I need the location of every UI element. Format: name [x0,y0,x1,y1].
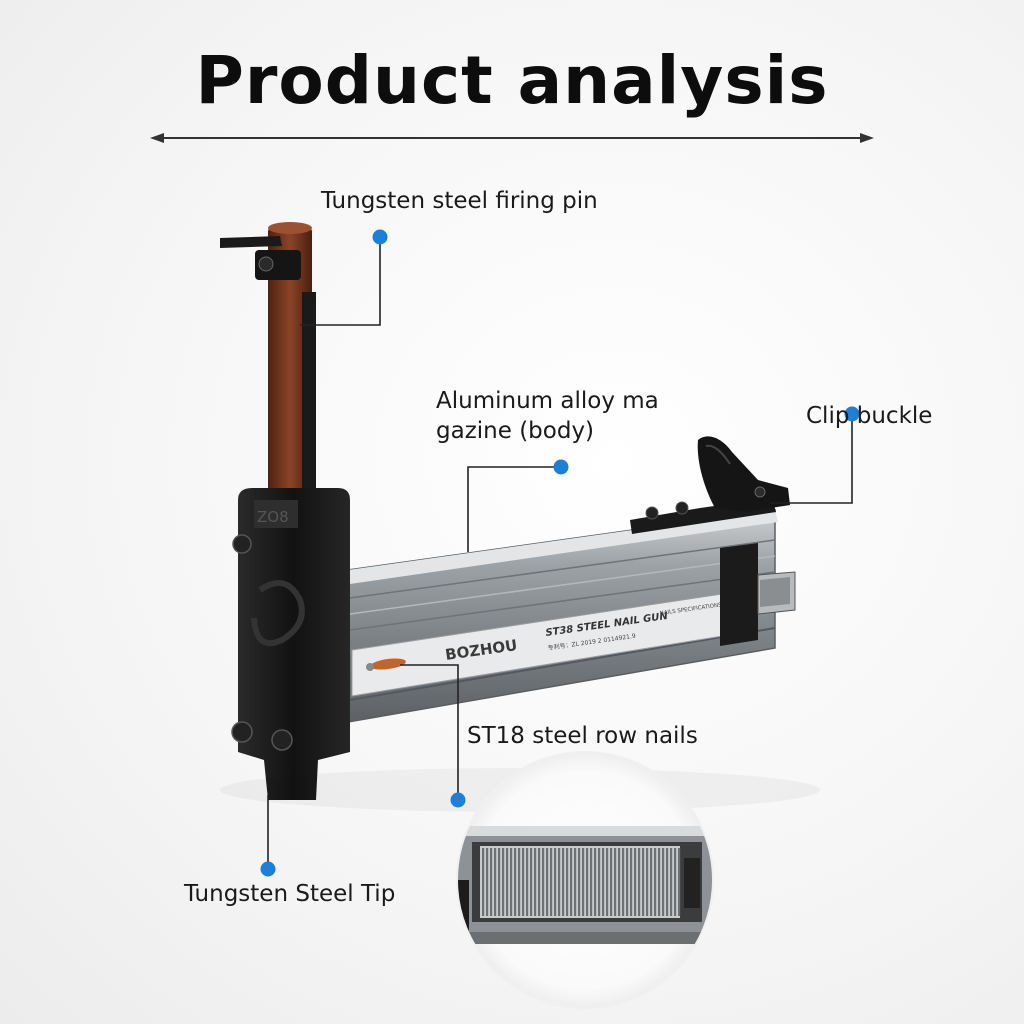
title-divider-arrow [150,133,874,143]
nail-strip [582,848,585,916]
nail-strip [630,848,633,916]
nail-strip [502,848,505,916]
nail-strip [574,848,577,916]
nail-strip [658,848,661,916]
callout-dots [260,229,860,877]
nail-strip [558,848,561,916]
nail-strip [598,848,601,916]
magazine-body: BOZHOU ST38 STEEL NAIL GUN 专利号：ZL 2019 2… [347,509,778,723]
nail-strip [550,848,553,916]
clip-buckle-part [697,436,790,512]
nail-gun-head: ZO8 [231,488,350,800]
label-clip-buckle: Clip buckle [806,403,933,429]
nail-row-zoom-inset [456,751,714,1009]
nail-strip [666,848,669,916]
nail-strip [530,848,533,916]
head-mark-text: ZO8 [257,508,289,526]
leader-magazine [467,466,561,552]
nail-strip [498,848,501,916]
nail-strip [538,848,541,916]
dot-clip-buckle [844,406,860,422]
nail-strip [586,848,589,916]
nail-strip [510,848,513,916]
nail-strip [494,848,497,916]
nail-strip [678,848,681,916]
nail-strip [602,848,605,916]
label-tip: Tungsten Steel Tip [184,881,396,907]
nail-strip [534,848,537,916]
nail-strip [594,848,597,916]
leader-firing-pin [300,238,381,326]
leader-clip-buckle [770,415,853,504]
label-magazine-line2: gazine (body) [436,418,595,444]
nail-strip [646,848,649,916]
dot-firing-pin [372,229,388,245]
nail-strip [526,848,529,916]
nail-strip [546,848,549,916]
nail-strip [622,848,625,916]
nail-strip [562,848,565,916]
nail-strip [614,848,617,916]
label-firing-pin: Tungsten steel firing pin [321,188,598,214]
nail-strip [570,848,573,916]
firing-pin-part [220,222,316,506]
label-row-nails: ST18 steel row nails [467,723,698,749]
nail-strip [490,848,493,916]
page-title: Product analysis [195,42,829,119]
nail-strip [674,848,677,916]
dot-tip [260,861,276,877]
nail-strip [566,848,569,916]
nail-strip [610,848,613,916]
nail-strip [590,848,593,916]
nail-strip [654,848,657,916]
leader-row-nails [400,664,459,800]
nail-strip [554,848,557,916]
nail-strip [650,848,653,916]
nail-strip [482,848,485,916]
dot-magazine [553,459,569,475]
nail-strip [638,848,641,916]
nail-strip [522,848,525,916]
nail-strip [606,848,609,916]
nail-strip [486,848,489,916]
dot-row-nails [450,792,466,808]
nail-strip [542,848,545,916]
nail-strip [506,848,509,916]
nail-strip [670,848,673,916]
nail-strip [642,848,645,916]
nail-strip [514,848,517,916]
nail-strip [578,848,581,916]
nail-strip [634,848,637,916]
nail-strip [626,848,629,916]
nail-strip [618,848,621,916]
nail-strip [518,848,521,916]
callout-leader-lines [267,238,853,868]
row-nails-visual [482,848,681,916]
label-magazine-line1: Aluminum alloy ma [436,388,659,414]
nail-strip [662,848,665,916]
